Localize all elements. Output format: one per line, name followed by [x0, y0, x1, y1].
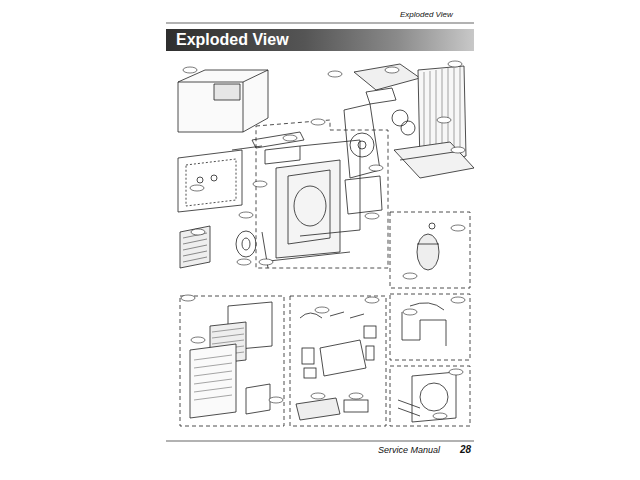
running-header: Exploded View	[400, 10, 453, 19]
footer-text: Service Manual	[378, 445, 440, 455]
page-number: 28	[460, 444, 471, 455]
page-title: Exploded View	[176, 31, 289, 49]
